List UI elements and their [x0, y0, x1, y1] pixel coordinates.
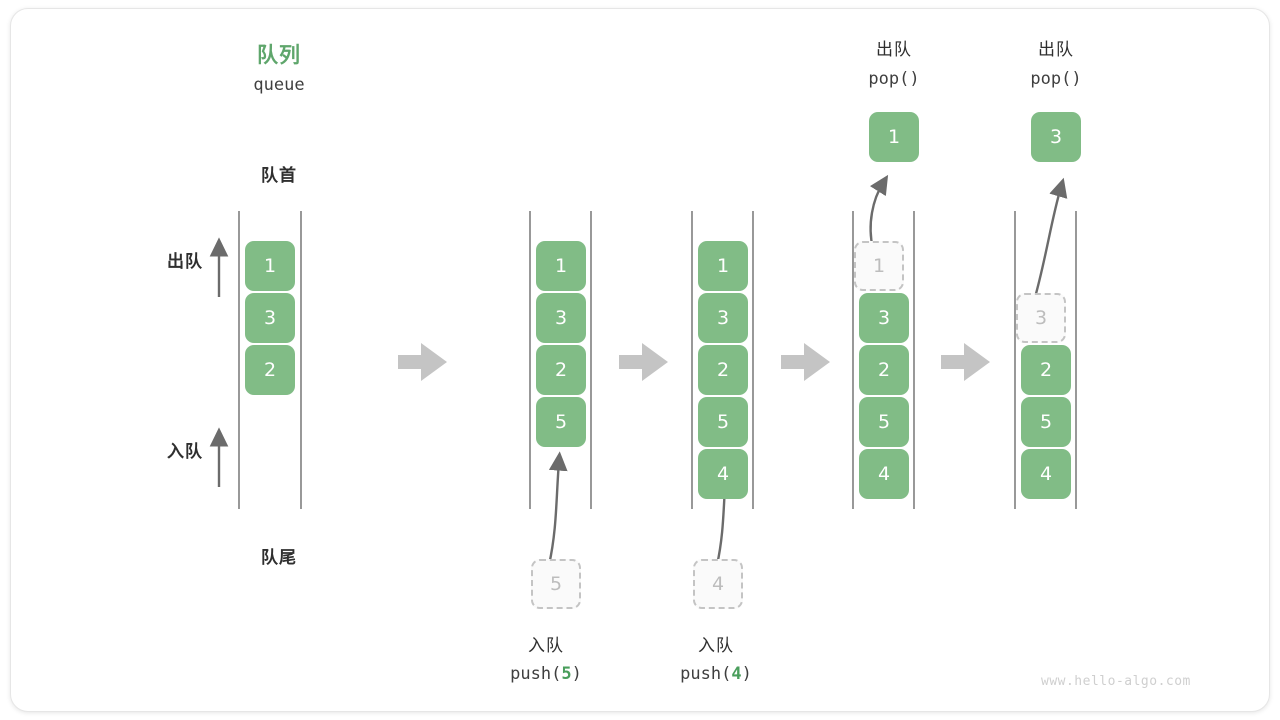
queue-slot: 2 — [859, 345, 909, 395]
queue-slot: 2 — [536, 345, 586, 395]
queue-slot: 1 — [698, 241, 748, 291]
pop-1-op-label: 出队 — [876, 40, 912, 59]
queue-rails — [238, 211, 1077, 509]
queue-slot: 3 — [536, 293, 586, 343]
popped-element: 3 — [1031, 112, 1081, 162]
queue-slot: 2 — [698, 345, 748, 395]
queue-slot: 5 — [698, 397, 748, 447]
queue-slot: 5 — [536, 397, 586, 447]
op-code-suffix: ) — [741, 664, 752, 684]
queue-slot: 2 — [1021, 345, 1071, 395]
queue-slot: 4 — [698, 449, 748, 499]
queue-slot: 2 — [245, 345, 295, 395]
queue-slot-removed: 3 — [1016, 293, 1066, 343]
dequeue-direction-label: 出队 — [167, 252, 203, 271]
rear-label: 队尾 — [261, 548, 297, 567]
queue-slot: 5 — [1021, 397, 1071, 447]
queue-slot: 4 — [859, 449, 909, 499]
op-code-num: 4 — [731, 664, 742, 684]
op-code-suffix: ) — [571, 664, 582, 684]
queue-slot: 5 — [859, 397, 909, 447]
incoming-element: 4 — [693, 559, 743, 609]
queue-slot: 1 — [536, 241, 586, 291]
enqueue-direction-label: 入队 — [167, 442, 203, 461]
queue-slot: 3 — [859, 293, 909, 343]
op-code-prefix: push( — [680, 664, 732, 684]
popped-element: 1 — [869, 112, 919, 162]
queue-slot: 3 — [698, 293, 748, 343]
push-4-op-label: 入队 — [698, 636, 734, 655]
diagram-canvas: 队列 queue 队首 队尾 出队 入队 1 3 2 1 3 2 5 5 入队 … — [10, 8, 1270, 712]
queue-slot-removed: 1 — [854, 241, 904, 291]
queue-slot: 3 — [245, 293, 295, 343]
pop-3-op-label: 出队 — [1038, 40, 1074, 59]
vector-layer — [209, 174, 1077, 566]
op-code-num: 5 — [561, 664, 572, 684]
push-5-op-label: 入队 — [528, 636, 564, 655]
push-5-op-code: push(5) — [471, 664, 621, 684]
pop-1-op-code: pop() — [868, 69, 920, 89]
push-4-op-code: push(4) — [641, 664, 791, 684]
page-title-cn: 队列 — [257, 44, 301, 67]
watermark: www.hello-algo.com — [1041, 674, 1191, 689]
front-label: 队首 — [261, 166, 297, 185]
op-code-prefix: push( — [510, 664, 562, 684]
queue-slot: 4 — [1021, 449, 1071, 499]
page-title-en: queue — [253, 75, 305, 95]
queue-slot: 1 — [245, 241, 295, 291]
incoming-element: 5 — [531, 559, 581, 609]
pop-3-op-code: pop() — [1030, 69, 1082, 89]
